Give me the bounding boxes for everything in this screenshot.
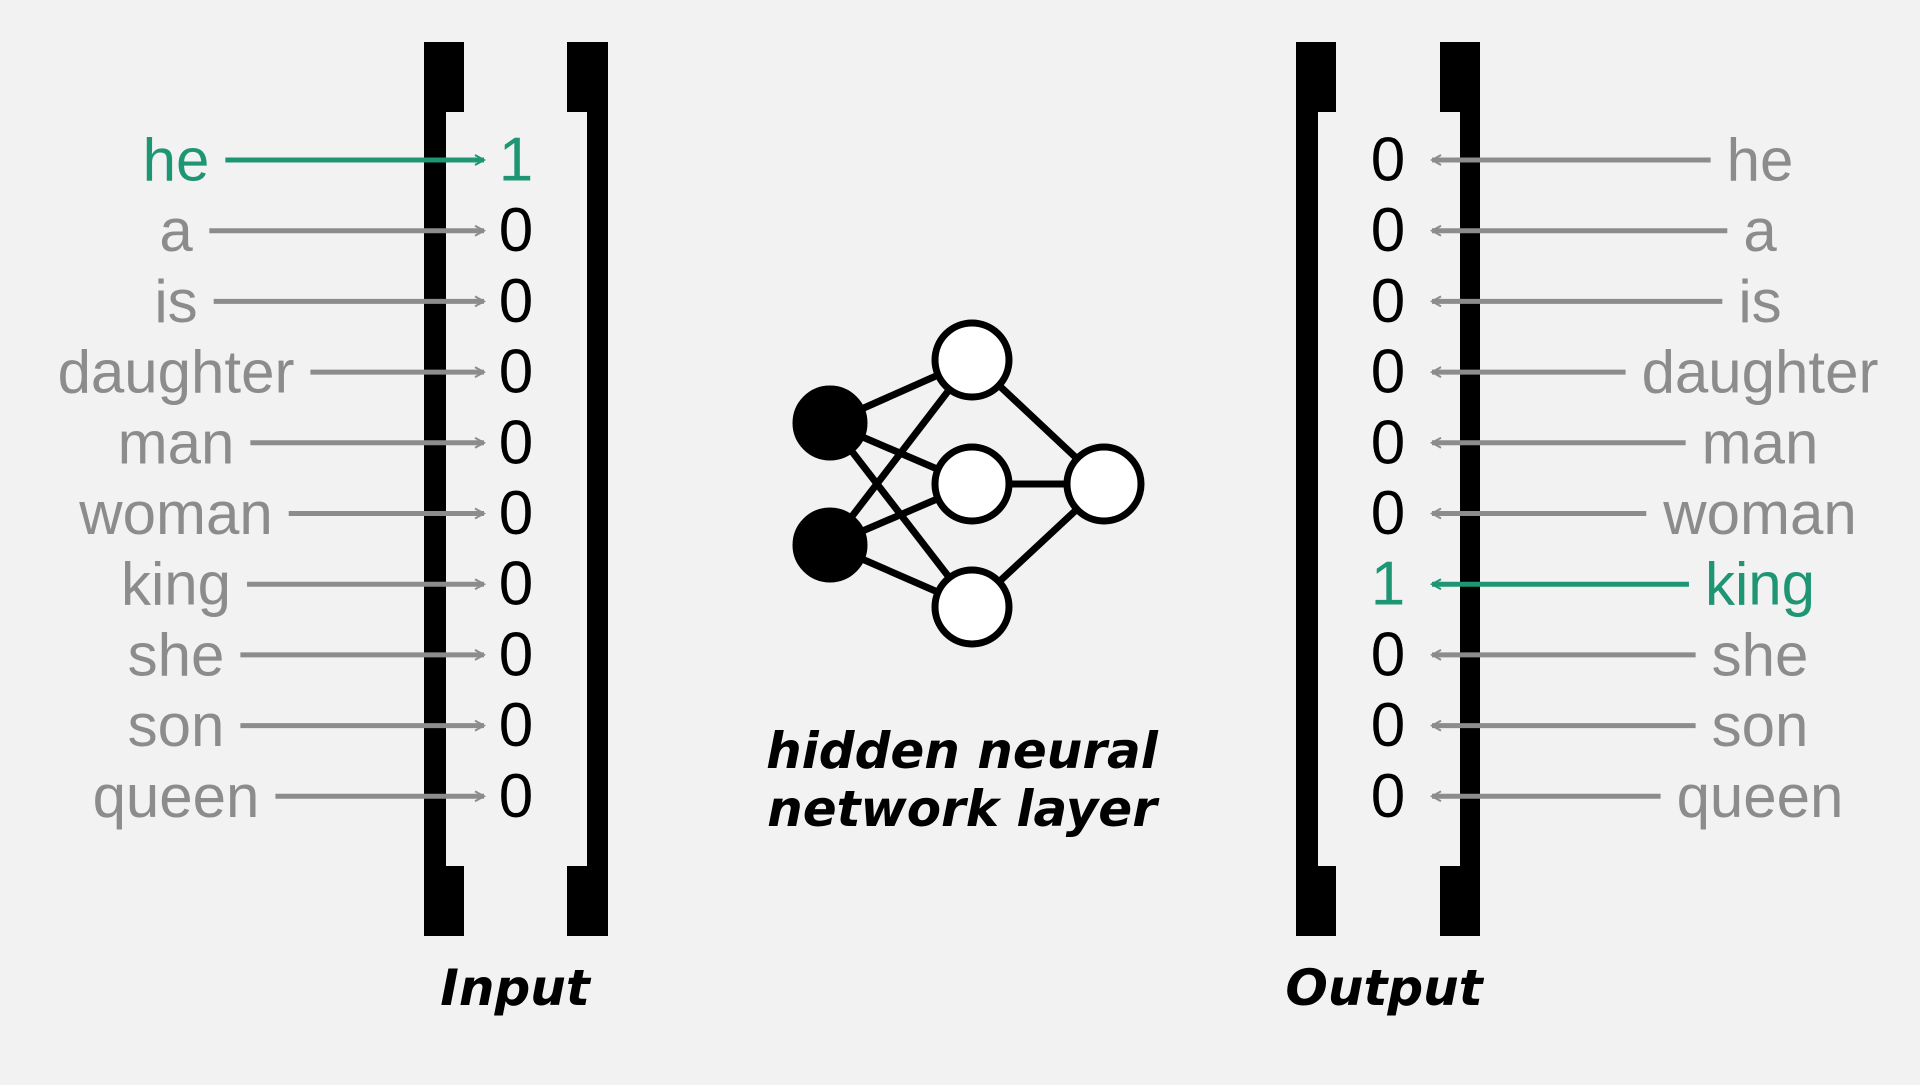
output-row: she 0 bbox=[1371, 620, 1809, 689]
output-row: man 0 bbox=[1371, 408, 1819, 477]
output-row: woman 0 bbox=[1371, 479, 1857, 548]
output-word: is bbox=[1738, 268, 1781, 335]
input-row: man 0 bbox=[118, 408, 534, 477]
input-value: 1 bbox=[499, 126, 533, 195]
output-value: 0 bbox=[1371, 620, 1405, 689]
input-node-1 bbox=[792, 385, 868, 461]
output-word: queen bbox=[1677, 763, 1844, 830]
input-value: 0 bbox=[499, 479, 533, 548]
input-value: 0 bbox=[499, 408, 533, 477]
input-word: son bbox=[128, 692, 225, 759]
input-word: queen bbox=[93, 763, 260, 830]
output-row: is 0 bbox=[1371, 267, 1782, 336]
input-row: woman 0 bbox=[78, 479, 533, 548]
output-value: 0 bbox=[1371, 126, 1405, 195]
hidden-node-2 bbox=[931, 443, 1013, 525]
output-right-bracket bbox=[1440, 42, 1480, 936]
neural-network-icon bbox=[792, 319, 1145, 648]
output-row: daughter 0 bbox=[1371, 338, 1879, 407]
output-value: 0 bbox=[1371, 408, 1405, 477]
input-value: 0 bbox=[499, 267, 533, 336]
input-value: 0 bbox=[499, 338, 533, 407]
input-row: daughter 0 bbox=[58, 338, 534, 407]
output-word: he bbox=[1727, 127, 1794, 194]
output-value: 0 bbox=[1371, 338, 1405, 407]
output-value: 1 bbox=[1371, 550, 1405, 619]
output-node bbox=[1063, 443, 1145, 525]
input-word: man bbox=[118, 409, 235, 476]
input-value: 0 bbox=[499, 691, 533, 760]
input-word: woman bbox=[78, 480, 272, 547]
output-row: queen 0 bbox=[1371, 762, 1844, 831]
output-row: king 1 bbox=[1371, 550, 1815, 619]
output-row: son 0 bbox=[1371, 691, 1809, 760]
input-row: she 0 bbox=[128, 620, 534, 689]
hidden-layer-caption-line1: hidden neural bbox=[766, 722, 1159, 780]
input-value: 0 bbox=[499, 762, 533, 831]
output-value: 0 bbox=[1371, 762, 1405, 831]
input-left-bracket bbox=[424, 42, 464, 936]
output-value: 0 bbox=[1371, 479, 1405, 548]
input-word: daughter bbox=[58, 339, 295, 406]
output-row: a0 bbox=[1371, 196, 1778, 265]
input-word: is bbox=[154, 268, 197, 335]
hidden-layer-caption-line2: network layer bbox=[767, 780, 1160, 838]
output-value: 0 bbox=[1371, 267, 1405, 336]
output-row: he 0 bbox=[1371, 126, 1794, 195]
input-row: son 0 bbox=[128, 691, 534, 760]
input-row: queen 0 bbox=[93, 762, 534, 831]
output-word: son bbox=[1712, 692, 1809, 759]
input-row: king 0 bbox=[121, 550, 533, 619]
input-word: a bbox=[159, 197, 193, 264]
output-left-bracket bbox=[1296, 42, 1336, 936]
input-word: she bbox=[128, 621, 225, 688]
output-word: a bbox=[1743, 197, 1777, 264]
hidden-node-3 bbox=[931, 566, 1013, 648]
input-row: he 1 bbox=[143, 126, 534, 195]
output-value: 0 bbox=[1371, 691, 1405, 760]
input-label: Input bbox=[440, 959, 592, 1017]
input-value: 0 bbox=[499, 550, 533, 619]
input-value: 0 bbox=[499, 196, 533, 265]
input-node-2 bbox=[792, 507, 868, 583]
hidden-node-1 bbox=[931, 319, 1013, 401]
output-label: Output bbox=[1285, 959, 1484, 1017]
output-rows: he0a0is0daughter0man0woman0king1she0son0… bbox=[1371, 126, 1879, 831]
input-right-bracket bbox=[567, 42, 608, 936]
input-word: he bbox=[143, 127, 210, 194]
output-value: 0 bbox=[1371, 196, 1405, 265]
output-word: man bbox=[1702, 409, 1819, 476]
output-word: woman bbox=[1662, 480, 1856, 547]
output-word: she bbox=[1712, 621, 1809, 688]
output-word: king bbox=[1705, 551, 1815, 618]
input-word: king bbox=[121, 551, 231, 618]
output-vector-brackets bbox=[1296, 42, 1480, 936]
input-value: 0 bbox=[499, 620, 533, 689]
input-vector-brackets bbox=[424, 42, 608, 936]
input-row: is 0 bbox=[154, 267, 533, 336]
output-word: daughter bbox=[1642, 339, 1879, 406]
